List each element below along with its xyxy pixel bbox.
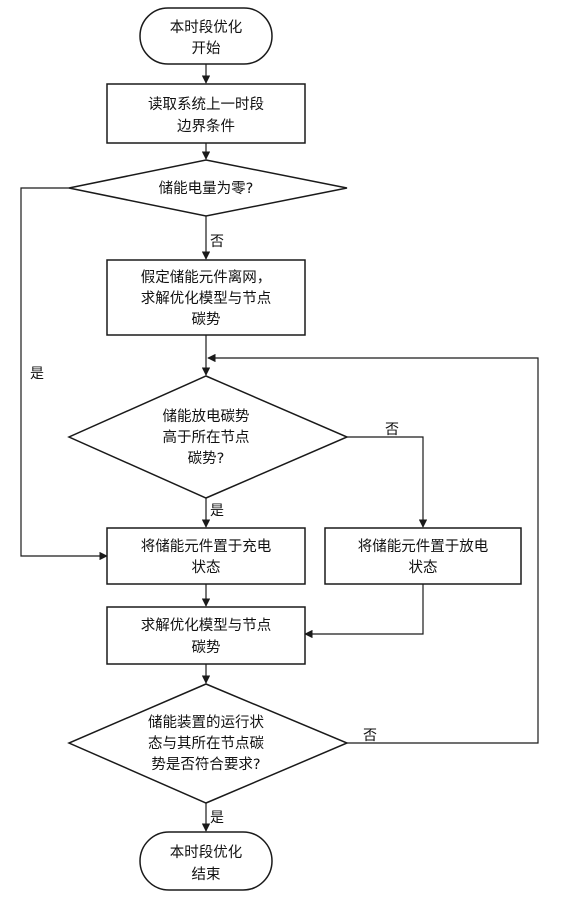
node-set-charge: 将储能元件置于充电 状态 bbox=[106, 527, 306, 585]
start-label-line1: 本时段优化 bbox=[170, 19, 243, 36]
edge-labels: 否 是 否 是 否 是 bbox=[30, 234, 399, 826]
compare-line1: 储能放电碳势 bbox=[163, 408, 250, 425]
start-label-line2: 开始 bbox=[192, 40, 221, 57]
node-check: 储能装置的运行状 态与其所在节点碳 势是否符合要求? bbox=[67, 683, 349, 804]
read-boundary-line1: 读取系统上一时段 bbox=[148, 96, 264, 113]
compare-line2: 高于所在节点 bbox=[163, 429, 250, 446]
set-charge-line1: 将储能元件置于充电 bbox=[141, 538, 272, 555]
energy-zero-line1: 储能电量为零? bbox=[159, 180, 254, 197]
read-boundary-line2: 边界条件 bbox=[177, 118, 235, 135]
edge-check-no bbox=[207, 353, 539, 744]
node-end: 本时段优化 结束 bbox=[139, 831, 273, 891]
assume-offgrid-line1: 假定储能元件离网， bbox=[141, 269, 272, 286]
assume-offgrid-line3: 碳势 bbox=[192, 311, 221, 328]
label-check-yes: 是 bbox=[210, 810, 224, 826]
end-label-line1: 本时段优化 bbox=[170, 844, 243, 861]
edge-compare-no bbox=[347, 436, 428, 528]
solve-line2: 碳势 bbox=[192, 639, 221, 656]
label-zero-no: 否 bbox=[210, 234, 224, 250]
label-compare-no: 否 bbox=[385, 422, 399, 438]
set-charge-box bbox=[106, 527, 306, 585]
check-decision bbox=[67, 683, 349, 804]
label-compare-yes: 是 bbox=[210, 503, 224, 519]
edge-discharge-to-solve bbox=[304, 584, 424, 639]
start-terminal bbox=[139, 7, 273, 65]
solve-line1: 求解优化模型与节点 bbox=[141, 617, 272, 634]
node-start: 本时段优化 开始 bbox=[139, 7, 273, 65]
end-label-line2: 结束 bbox=[192, 866, 221, 883]
edge-zero-yes bbox=[20, 187, 108, 561]
assume-offgrid-line2: 求解优化模型与节点 bbox=[141, 290, 272, 307]
check-line1: 储能装置的运行状 bbox=[148, 714, 264, 731]
set-charge-line2: 状态 bbox=[192, 559, 221, 576]
node-energy-zero: 储能电量为零? bbox=[68, 159, 348, 217]
compare-decision bbox=[67, 375, 349, 499]
node-compare: 储能放电碳势 高于所在节点 碳势? bbox=[67, 375, 349, 499]
solve-box bbox=[106, 606, 306, 665]
energy-zero-decision bbox=[68, 159, 348, 217]
set-discharge-line1: 将储能元件置于放电 bbox=[358, 538, 489, 555]
node-solve: 求解优化模型与节点 碳势 bbox=[106, 606, 306, 665]
set-discharge-line2: 状态 bbox=[409, 559, 438, 576]
compare-line3: 碳势? bbox=[188, 450, 225, 467]
check-line2: 态与其所在节点碳 bbox=[148, 735, 264, 752]
node-assume-offgrid: 假定储能元件离网， 求解优化模型与节点 碳势 bbox=[106, 259, 306, 336]
read-boundary-box bbox=[106, 83, 306, 144]
check-line3: 势是否符合要求? bbox=[151, 756, 260, 773]
edges bbox=[20, 64, 539, 832]
node-set-discharge: 将储能元件置于放电 状态 bbox=[324, 527, 522, 585]
label-check-no: 否 bbox=[363, 728, 377, 744]
node-read-boundary: 读取系统上一时段 边界条件 bbox=[106, 83, 306, 144]
set-discharge-box bbox=[324, 527, 522, 585]
assume-offgrid-box bbox=[106, 259, 306, 336]
end-terminal bbox=[139, 831, 273, 891]
label-zero-yes: 是 bbox=[30, 366, 44, 382]
